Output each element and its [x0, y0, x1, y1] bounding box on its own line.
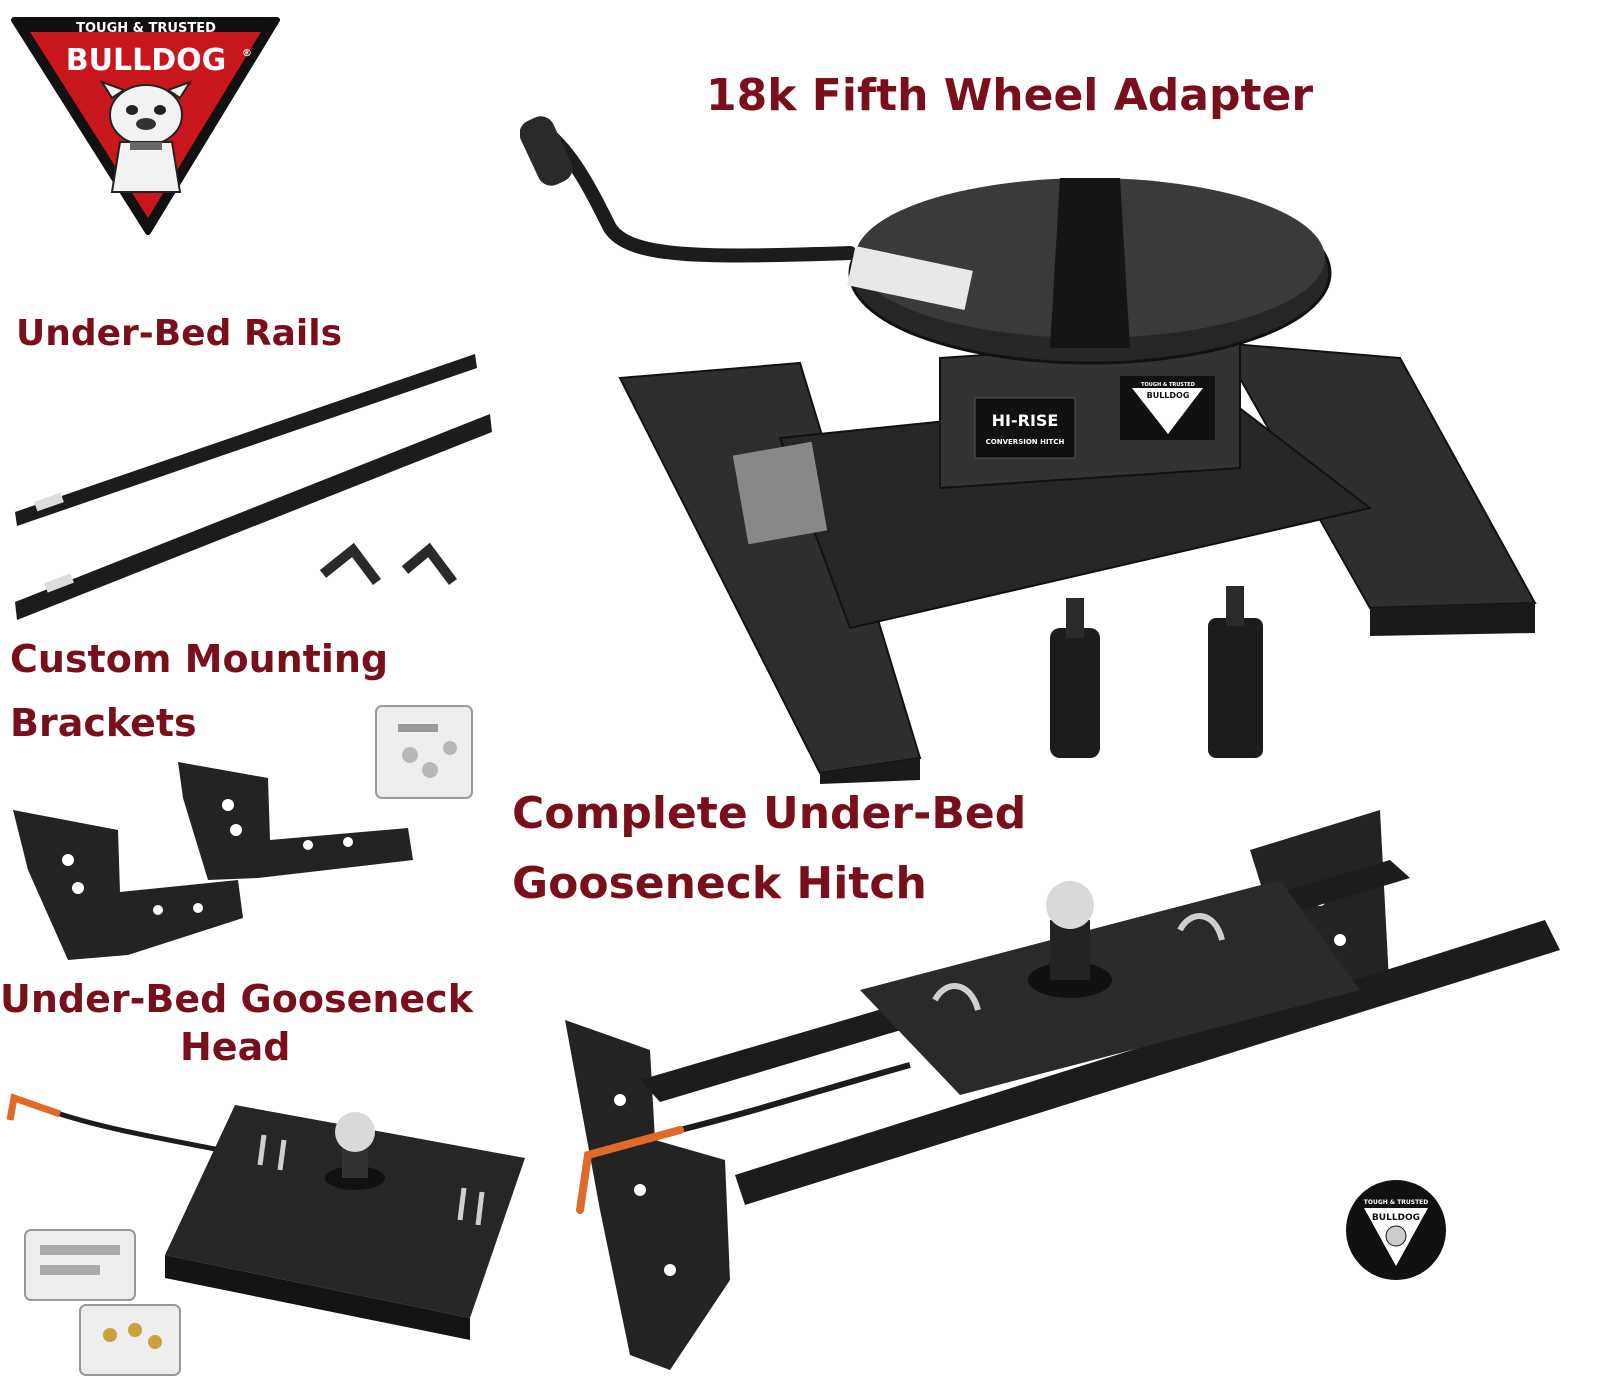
hardware-bag-head-2 — [79, 1304, 181, 1376]
round-badge-tagline: TOUGH & TRUSTED — [1364, 1199, 1429, 1206]
hardware-bag-head-1 — [24, 1229, 136, 1301]
caption-brackets-line1: Custom Mounting — [10, 637, 389, 681]
hirise-label: HI-RISE — [992, 411, 1059, 430]
hardware-bag-brackets — [375, 705, 473, 799]
gooseneck-head-image — [6, 1093, 525, 1376]
caption-head-line1: Under-Bed Gooseneck — [0, 977, 473, 1021]
complete-gooseneck-hitch-image — [565, 810, 1560, 1370]
rail-upper — [15, 354, 477, 526]
badge-small-tagline: TOUGH & TRUSTED — [1141, 382, 1195, 388]
logo-name: BULLDOG — [66, 43, 227, 78]
pin-adapter-right — [1208, 586, 1263, 758]
caption-fifth-wheel: 18k Fifth Wheel Adapter — [706, 70, 1314, 121]
bracket-right — [178, 762, 413, 880]
hirise-sublabel: CONVERSION HITCH — [986, 438, 1065, 446]
caption-rails: Under-Bed Rails — [16, 313, 343, 354]
logo-tagline: TOUGH & TRUSTED — [76, 21, 216, 36]
logo-reg-mark: ® — [242, 48, 252, 59]
bracket-left — [13, 810, 243, 960]
bulldog-logo: TOUGH & TRUSTED BULLDOG ® — [11, 17, 280, 235]
bulldog-round-badge: TOUGH & TRUSTED BULLDOG — [1346, 1180, 1446, 1280]
fifth-wheel-adapter-image: HI-RISE CONVERSION HITCH TOUGH & TRUSTED… — [520, 116, 1537, 784]
round-badge-name: BULLDOG — [1372, 1213, 1420, 1223]
angle-brackets — [319, 542, 457, 585]
under-bed-rails-image — [15, 354, 492, 620]
caption-complete-line1: Complete Under-Bed — [512, 788, 1027, 839]
rail-lower — [15, 414, 492, 620]
pin-adapter-left — [1050, 598, 1100, 758]
caption-brackets-line2: Brackets — [10, 701, 197, 745]
caption-complete-line2: Gooseneck Hitch — [512, 858, 927, 909]
caption-head-line2: Head — [180, 1025, 291, 1069]
mounting-brackets-image — [13, 762, 413, 960]
bulldog-mascot-icon — [1385, 1225, 1407, 1247]
badge-small-name: BULLDOG — [1147, 391, 1190, 400]
bulldog-mascot-icon — [99, 80, 193, 193]
